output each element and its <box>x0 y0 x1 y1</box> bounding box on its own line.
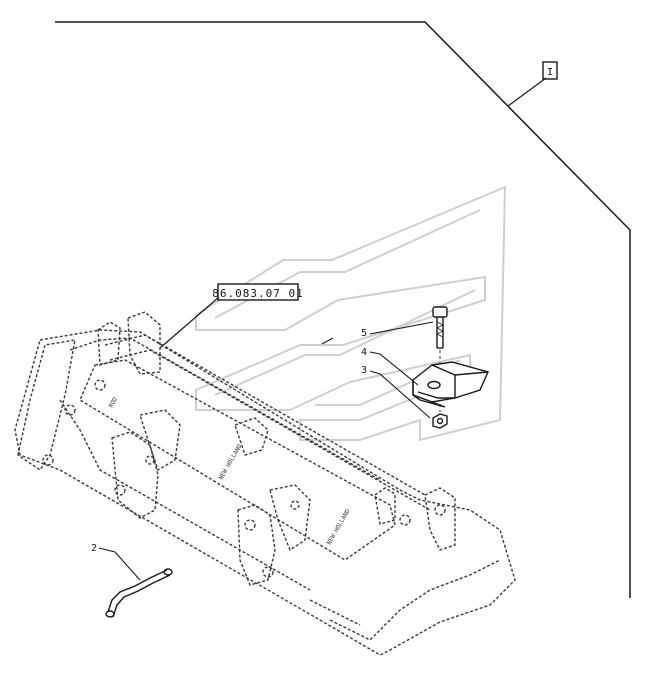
callout-5-number: 5 <box>361 328 367 339</box>
group-marker: I <box>507 61 558 107</box>
hydraulic-pipe <box>105 568 173 618</box>
group-marker-label: I <box>547 67 553 78</box>
callout-5: 5 <box>361 321 434 339</box>
bucket-decals: ROD NEW HOLLAND NEW HOLLAND <box>108 396 352 546</box>
loader-bucket <box>14 311 516 656</box>
callout-3-number: 3 <box>361 365 367 376</box>
group-bracket <box>55 21 631 598</box>
leader-tick <box>321 337 334 345</box>
nut <box>432 413 448 429</box>
bucket-label-middle: NEW HOLLAND <box>218 443 244 481</box>
callout-4: 4 <box>361 347 419 386</box>
callout-3: 3 <box>361 365 431 419</box>
bucket-label-right: NEW HOLLAND <box>326 508 352 546</box>
tooth-adapter <box>412 361 489 408</box>
callout-2: 2 <box>91 543 141 581</box>
reference-box: 86.083.07 01 <box>159 283 303 349</box>
bucket-label-left: ROD <box>108 396 120 409</box>
callout-4-number: 4 <box>361 347 367 358</box>
reference-box-label: 86.083.07 01 <box>212 287 303 300</box>
callout-2-number: 2 <box>91 543 97 554</box>
